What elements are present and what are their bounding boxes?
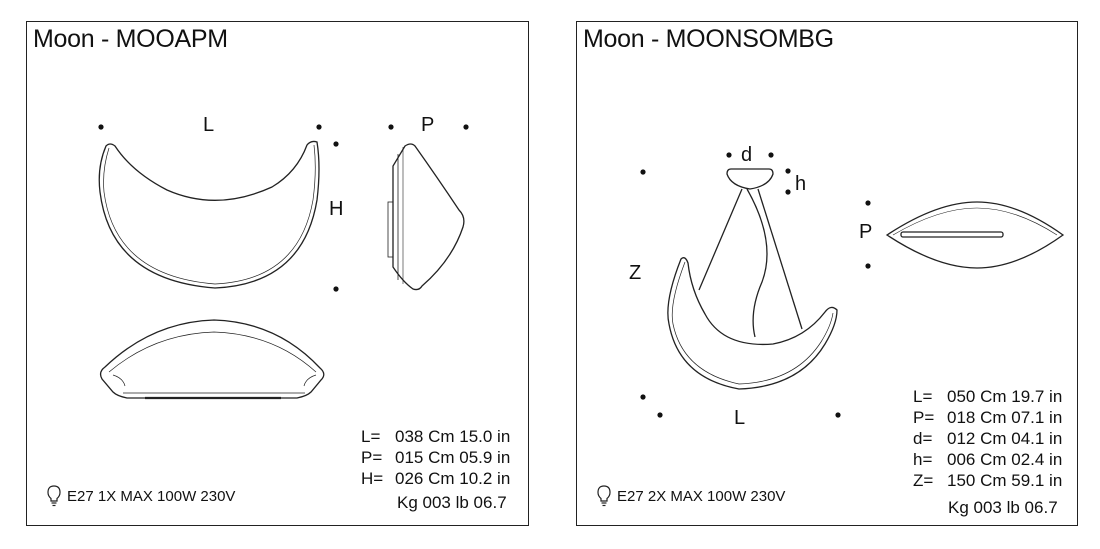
dimension-label-p: P <box>421 114 435 136</box>
dimension-markers <box>640 152 871 418</box>
spec-value: 038 Cm 15.0 in <box>395 427 511 446</box>
spec-key: h= <box>913 450 933 469</box>
dimension-label-l: L <box>203 114 215 136</box>
bulb-spec: E27 1X MAX 100W 230V <box>47 485 235 507</box>
technical-drawing-moonsombg <box>640 152 1065 418</box>
spec-row: H= 026 Cm 10.2 in <box>361 468 510 489</box>
spec-row: d= 012 Cm 04.1 in <box>913 428 1062 449</box>
spec-value: 026 Cm 10.2 in <box>395 469 511 488</box>
spec-key: d= <box>913 429 933 448</box>
top-view-profile <box>885 201 1065 269</box>
spec-value: 006 Cm 02.4 in <box>947 450 1063 469</box>
dimension-label-p: P <box>859 221 873 243</box>
spec-list: L= 038 Cm 15.0 in P= 015 Cm 05.9 in H= 026 … <box>361 426 510 489</box>
spec-row: P= 015 Cm 05.9 in <box>361 447 510 468</box>
weight-label: Kg 003 lb 06.7 <box>948 498 1058 517</box>
bulb-spec: E27 2X MAX 100W 230V <box>597 485 785 507</box>
spec-key: L= <box>913 387 933 406</box>
spec-row: L= 038 Cm 15.0 in <box>361 426 510 447</box>
dimension-label-h: h <box>795 173 807 195</box>
spec-value: 150 Cm 59.1 in <box>947 471 1063 490</box>
dimension-label-l: L <box>734 407 746 429</box>
front-view-crescent <box>98 140 320 289</box>
spec-value: 018 Cm 07.1 in <box>947 408 1063 427</box>
spec-key: P= <box>361 448 383 467</box>
spec-row: Z= 150 Cm 59.1 in <box>913 470 1062 491</box>
pendant-drawing <box>667 168 838 390</box>
product-panel-moonsombg: Moon - MOONSOMBG <box>576 21 1078 526</box>
lightbulb-icon <box>47 485 61 507</box>
spec-value: 012 Cm 04.1 in <box>947 429 1063 448</box>
spec-list: L= 050 Cm 19.7 in P= 018 Cm 07.1 in d= 012 … <box>913 386 1062 491</box>
spec-row: h= 006 Cm 02.4 in <box>913 449 1062 470</box>
lightbulb-icon <box>597 485 611 507</box>
product-title: Moon - MOOAPM <box>33 25 228 53</box>
spec-key: H= <box>361 469 384 488</box>
spec-value: 015 Cm 05.9 in <box>395 448 511 467</box>
weight-label: Kg 003 lb 06.7 <box>397 493 507 512</box>
spec-row: P= 018 Cm 07.1 in <box>913 407 1062 428</box>
dimension-label-h: H <box>329 198 344 220</box>
dimension-markers <box>98 124 469 292</box>
dimension-label-z: Z <box>629 262 642 284</box>
technical-drawing-mooapm <box>98 124 469 400</box>
spec-key: L= <box>361 427 381 446</box>
side-view-profile <box>387 143 465 291</box>
spec-row: L= 050 Cm 19.7 in <box>913 386 1062 407</box>
spec-key: Z= <box>913 471 934 490</box>
top-view-profile <box>99 319 325 400</box>
bulb-text: E27 1X MAX 100W 230V <box>67 487 236 505</box>
spec-key: P= <box>913 408 935 427</box>
product-title: Moon - MOONSOMBG <box>583 25 834 53</box>
product-panel-mooapm: Moon - MOOAPM <box>26 21 529 526</box>
bulb-text: E27 2X MAX 100W 230V <box>617 487 786 505</box>
spec-value: 050 Cm 19.7 in <box>947 387 1063 406</box>
dimension-label-d: d <box>741 144 753 166</box>
